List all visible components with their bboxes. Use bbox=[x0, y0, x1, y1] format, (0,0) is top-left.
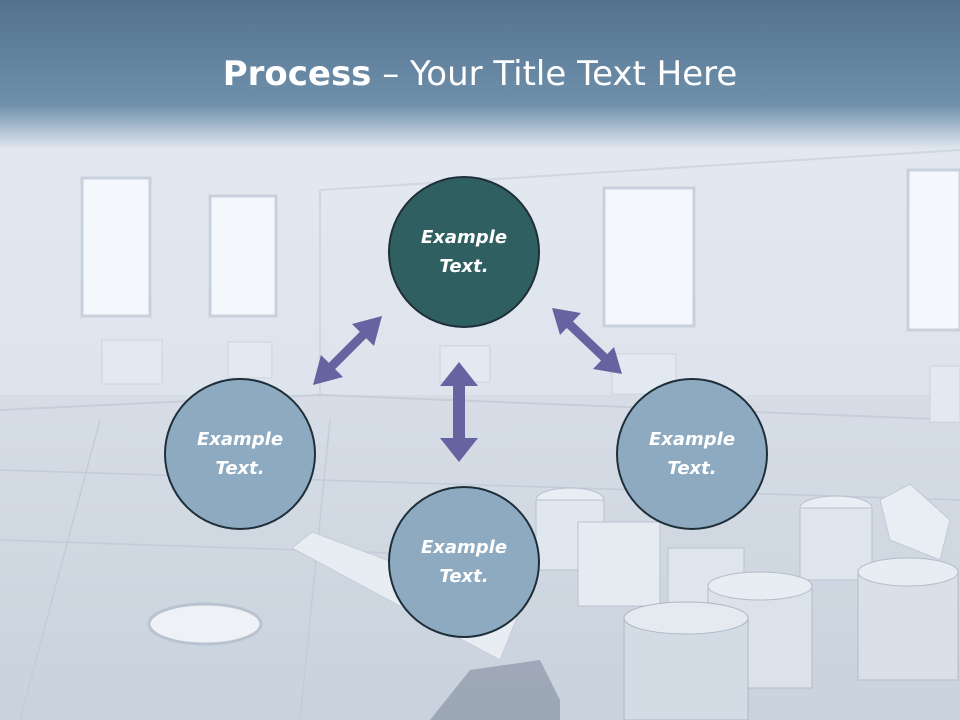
process-node-right: Example Text. bbox=[616, 378, 768, 530]
node-right-label: Example Text. bbox=[648, 429, 736, 479]
title-rest: – Your Title Text Here bbox=[371, 54, 738, 94]
arrow-vertical bbox=[440, 362, 478, 462]
arrow-top-right bbox=[552, 308, 622, 374]
title-bold: Process bbox=[222, 54, 372, 94]
slide-title: Process – Your Title Text Here bbox=[0, 52, 960, 96]
process-node-top: Example Text. bbox=[388, 176, 540, 328]
node-bottom-label: Example Text. bbox=[420, 537, 508, 587]
arrow-top-left bbox=[313, 316, 382, 385]
title-band bbox=[0, 0, 960, 150]
node-top-label: Example Text. bbox=[420, 227, 508, 277]
process-node-bottom: Example Text. bbox=[388, 486, 540, 638]
process-node-left: Example Text. bbox=[164, 378, 316, 530]
node-left-label: Example Text. bbox=[196, 429, 284, 479]
